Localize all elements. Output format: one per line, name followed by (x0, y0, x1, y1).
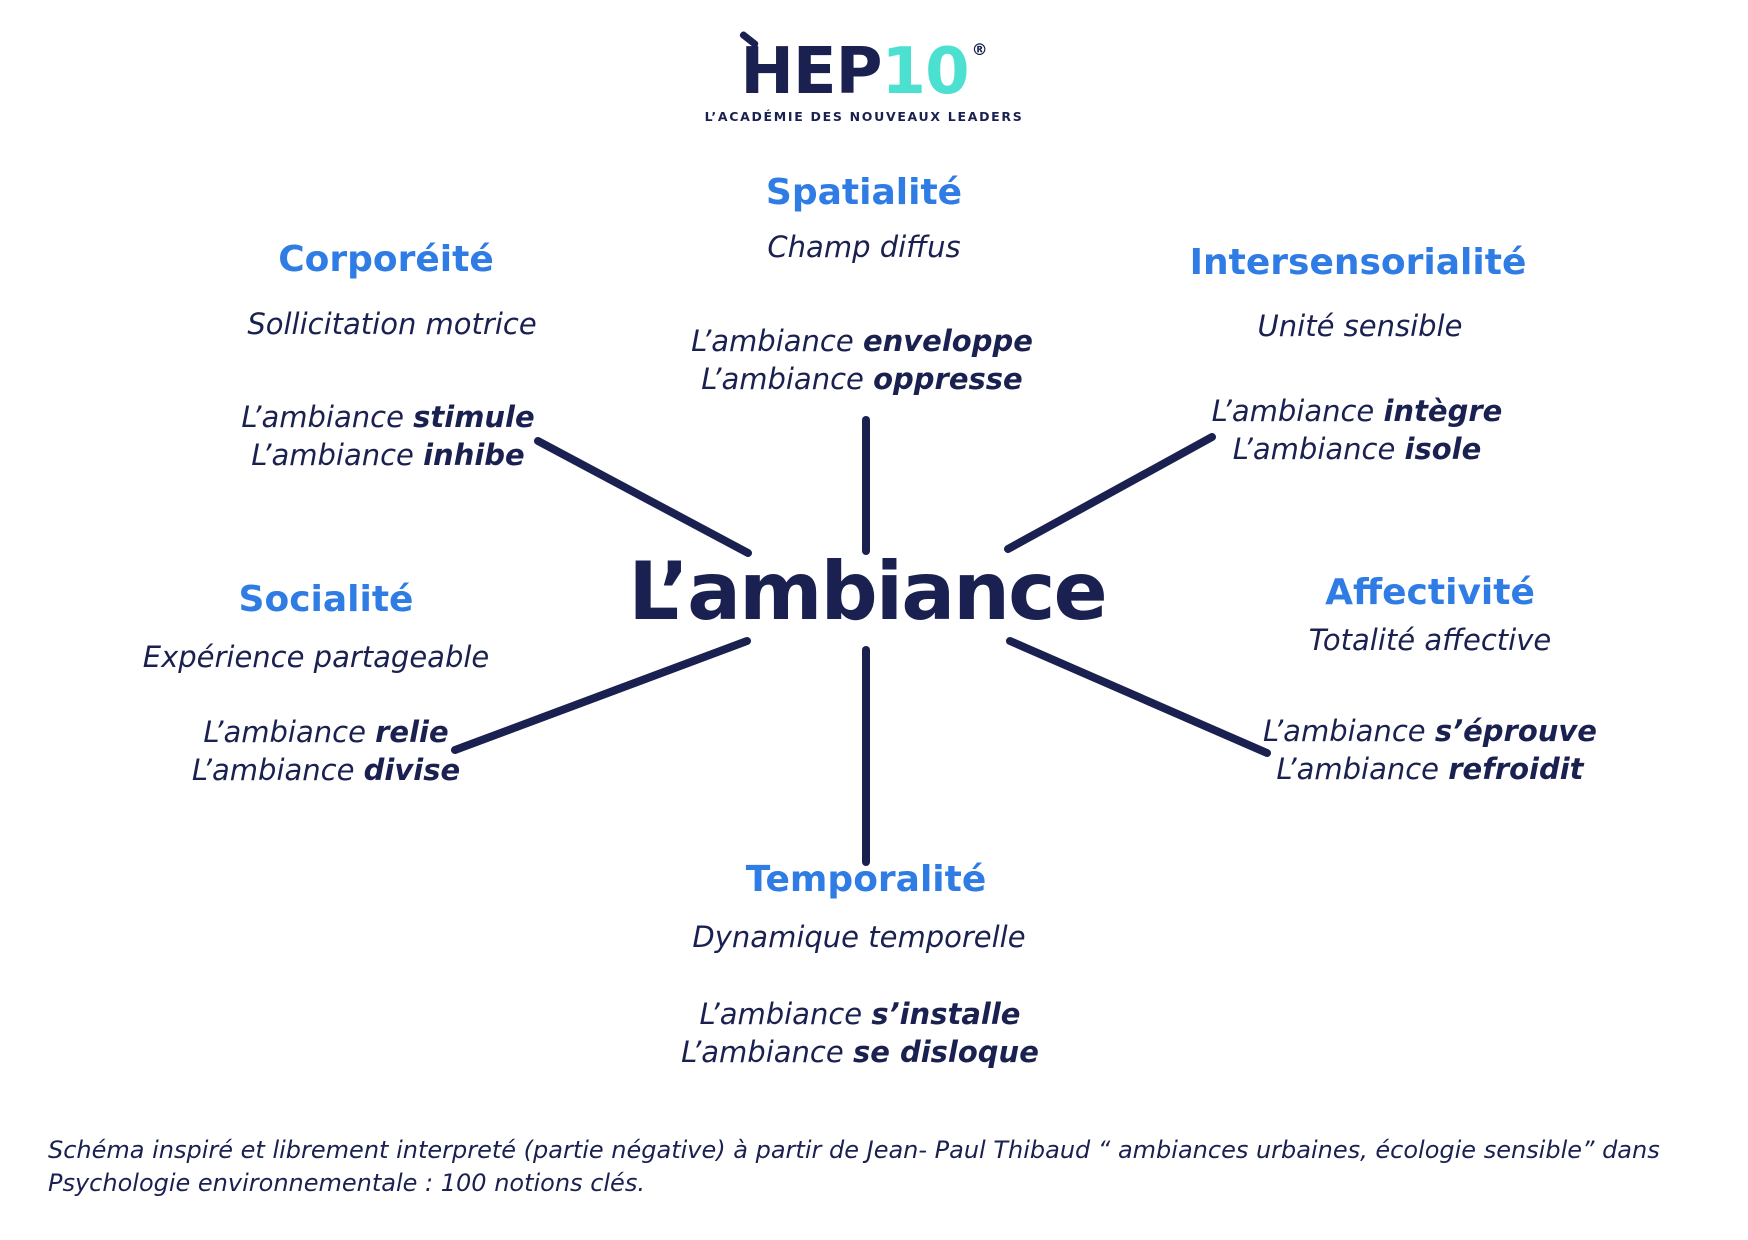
node-title-corporeite: Corporéité (278, 239, 494, 280)
phrase-verb: stimule (413, 400, 535, 434)
connector-intersensorialite-line (1004, 433, 1216, 553)
registered-trademark-icon: ® (971, 40, 988, 59)
phrase-line: L’ambiance oppresse (691, 360, 1033, 398)
connector-socialite-line (451, 637, 751, 754)
node-title-spatialite: Spatialité (765, 172, 963, 213)
phrase-verb: se disloque (852, 1035, 1039, 1069)
phrase-line: L’ambiance isole (1212, 430, 1503, 468)
node-title-affectivite: Affectivité (1325, 572, 1535, 613)
phrase-prefix: L’ambiance (203, 715, 366, 749)
phrase-prefix: L’ambiance (699, 997, 863, 1031)
phrase-line: L’ambiance se disloque (681, 1033, 1039, 1071)
phrase-verb: s’installe (871, 997, 1021, 1031)
phrase-verb: isole (1404, 432, 1482, 466)
node-title-temporalite: Temporalité (745, 859, 987, 900)
phrase-prefix: L’ambiance (701, 362, 864, 396)
logo-wordmark: HEP10® (738, 30, 988, 104)
node-phrases-temporalite: L’ambiance s’installe L’ambiance se disl… (681, 995, 1039, 1071)
phrase-verb: inhibe (423, 438, 525, 472)
node-subtitle-affectivite: Totalité affective (1308, 623, 1552, 657)
node-phrases-affectivite: L’ambiance s’éprouve L’ambiance refroidi… (1263, 712, 1597, 788)
node-subtitle-spatialite: Champ diffus (767, 230, 961, 264)
phrase-prefix: L’ambiance (1263, 714, 1426, 748)
node-title-socialite: Socialité (238, 579, 414, 620)
phrase-verb: intègre (1383, 394, 1503, 428)
node-subtitle-intersensorialite: Unité sensible (1257, 309, 1463, 343)
node-subtitle-temporalite: Dynamique temporelle (692, 920, 1026, 954)
phrase-verb: divise (363, 753, 461, 787)
phrase-verb: s’éprouve (1434, 714, 1597, 748)
node-phrases-corporeite: L’ambiance stimule L’ambiance inhibe (241, 398, 534, 474)
phrase-line: L’ambiance enveloppe (691, 322, 1033, 360)
phrase-line: L’ambiance s’éprouve (1263, 712, 1597, 750)
node-subtitle-corporeite: Sollicitation motrice (247, 307, 537, 341)
phrase-verb: refroidit (1448, 752, 1584, 786)
phrase-line: L’ambiance relie (192, 713, 460, 751)
phrase-line: L’ambiance intègre (1212, 392, 1503, 430)
phrase-prefix: L’ambiance (191, 753, 355, 787)
source-footnote: Schéma inspiré et librement interpreté (… (48, 1136, 1660, 1197)
connector-affectivite-line (1006, 637, 1271, 757)
phrase-prefix: L’ambiance (691, 324, 854, 358)
phrase-prefix: L’ambiance (1211, 394, 1375, 428)
phrase-line: L’ambiance s’installe (681, 995, 1039, 1033)
phrase-verb: relie (375, 715, 449, 749)
node-phrases-socialite: L’ambiance relie L’ambiance divise (192, 713, 460, 789)
phrase-prefix: L’ambiance (1232, 432, 1396, 466)
phrase-prefix: L’ambiance (1276, 752, 1440, 786)
logo-tagline: L’ACADÉMIE DES NOUVEAUX LEADERS (704, 109, 1024, 124)
node-phrases-spatialite: L’ambiance enveloppe L’ambiance oppresse (691, 322, 1033, 398)
phrase-prefix: L’ambiance (681, 1035, 844, 1069)
phrase-verb: enveloppe (862, 324, 1033, 358)
node-phrases-intersensorialite: L’ambiance intègre L’ambiance isole (1212, 392, 1503, 468)
phrase-prefix: L’ambiance (251, 438, 414, 472)
phrase-line: L’ambiance divise (192, 751, 460, 789)
central-concept-title: L’ambiance (628, 545, 1108, 638)
logo-text-hep: HEP (740, 35, 882, 109)
phrase-verb: oppresse (873, 362, 1023, 396)
phrase-line: L’ambiance inhibe (241, 436, 534, 474)
connector-corporeite-line (534, 437, 752, 557)
node-title-intersensorialite: Intersensorialité (1189, 242, 1527, 283)
phrase-prefix: L’ambiance (241, 400, 404, 434)
phrase-line: L’ambiance refroidit (1263, 750, 1597, 788)
logo: HEP10® L’ACADÉMIE DES NOUVEAUX LEADERS (704, 30, 1024, 124)
logo-text-10: 10 (881, 35, 970, 109)
phrase-line: L’ambiance stimule (241, 398, 534, 436)
node-subtitle-socialite: Expérience partageable (142, 640, 490, 674)
